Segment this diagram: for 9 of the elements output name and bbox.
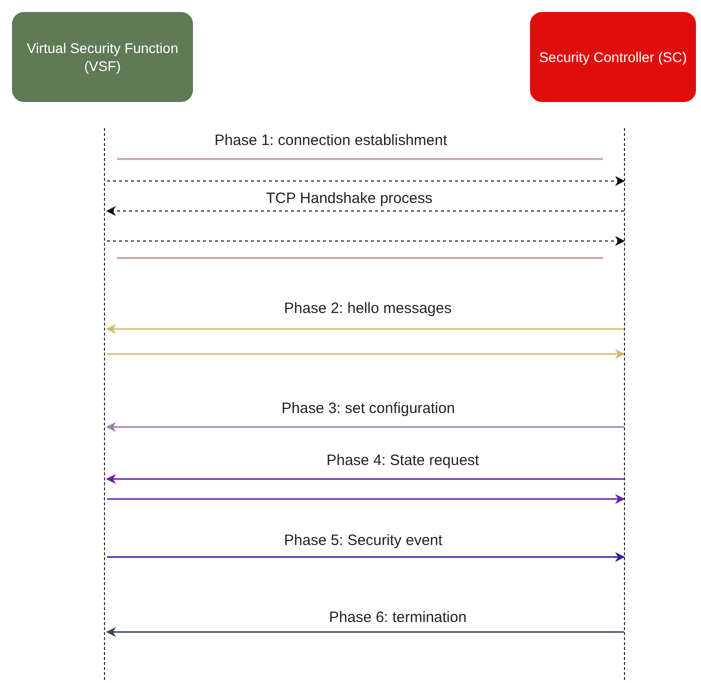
participant-box: Security Controller (SC) [530,12,696,102]
lifeline [624,128,627,680]
phase-label: TCP Handshake process [264,190,434,208]
lifeline [104,128,107,680]
edge-label: Phase 5: Security event [282,532,444,550]
edge-label: Phase 3: set configuration [280,400,457,418]
edge-label: Phase 2: hello messages [282,300,454,318]
edge-label: Phase 4: State request [324,452,482,470]
participant-box: Virtual Security Function (VSF) [12,12,193,102]
